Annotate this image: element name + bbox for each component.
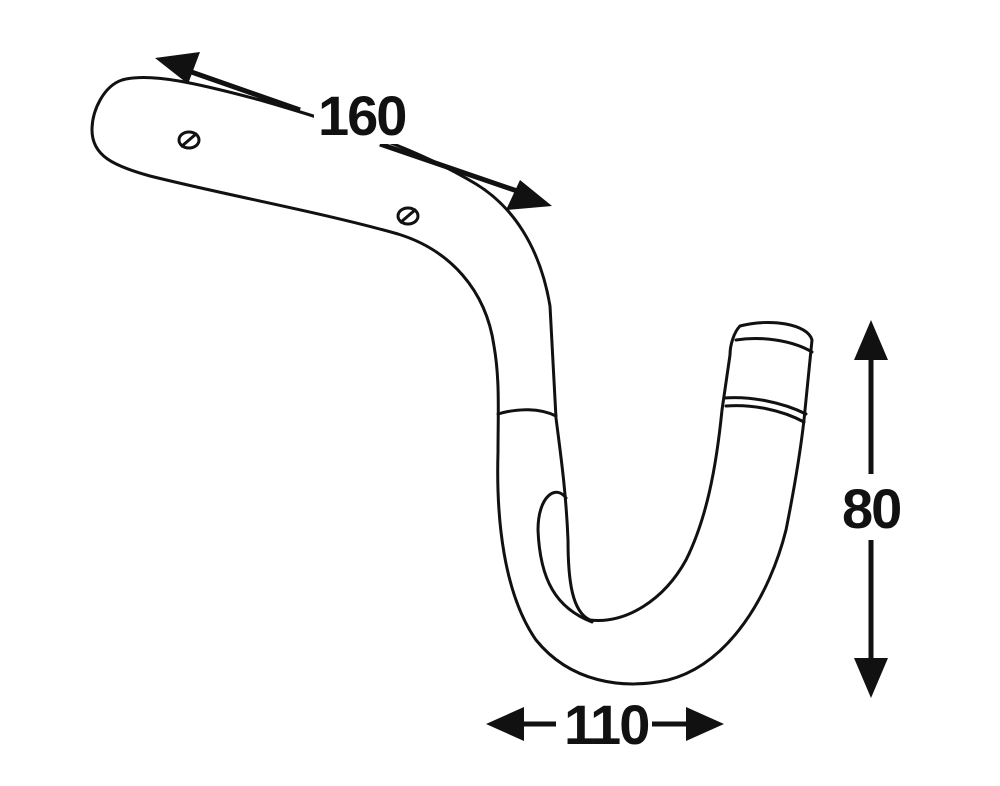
- screw-1-icon: [177, 130, 201, 150]
- hook-body-outline: [90, 76, 814, 686]
- screw-1-slot: [180, 132, 198, 148]
- hook-inner-slot: [536, 490, 594, 624]
- width-arrowhead-left-icon: [486, 707, 524, 741]
- end-cap-top-line: [734, 337, 814, 354]
- neck-seam-line: [496, 408, 558, 418]
- end-cap-bottom-line: [722, 396, 808, 416]
- length-arrowhead-right-icon: [506, 180, 552, 210]
- screw-2-icon: [396, 206, 420, 226]
- width-dimension-label: 110: [560, 697, 653, 753]
- end-cap-ring-line: [724, 404, 806, 424]
- length-arrow-line-left: [179, 65, 301, 113]
- width-arrowhead-right-icon: [686, 707, 724, 741]
- length-dimension-label: 160: [314, 88, 410, 144]
- height-dimension-label: 80: [838, 481, 905, 537]
- length-arrow-line-right: [379, 141, 521, 195]
- height-arrowhead-bottom-icon: [854, 658, 888, 698]
- height-arrowhead-top-icon: [854, 320, 888, 360]
- length-arrowhead-left-icon: [155, 52, 200, 84]
- screw-2-slot: [399, 208, 417, 224]
